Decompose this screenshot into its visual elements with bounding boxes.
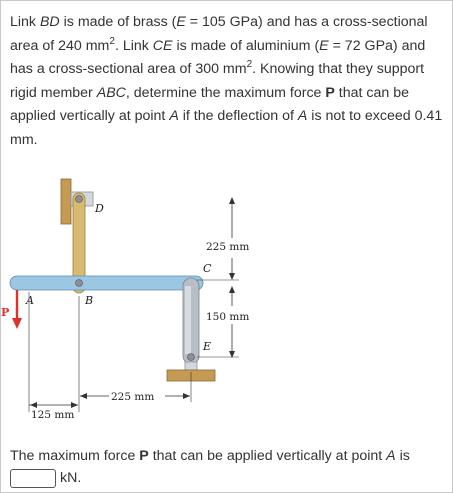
problem-text: Link <box>10 14 40 30</box>
mechanism-diagram: D C A B E P 225 mm 150 mm <box>1 178 249 421</box>
label-e: E <box>202 340 211 353</box>
point-a-label: A <box>386 448 396 464</box>
problem-text: if the deflection of <box>178 108 298 124</box>
dimension-arrow <box>229 273 235 280</box>
label-p: P <box>1 306 9 319</box>
dimension-125: 125 mm <box>31 409 74 421</box>
answer-input[interactable] <box>10 468 56 488</box>
top-support <box>60 178 72 225</box>
dimension-arrow <box>229 286 235 293</box>
superscript: 2 <box>109 35 115 47</box>
problem-text: is not to exceed 0.41 mm. <box>10 108 443 148</box>
force-symbol: P <box>139 448 149 464</box>
label-c: C <box>203 262 212 275</box>
modulus-symbol: E <box>176 14 186 30</box>
label-a: A <box>25 294 34 307</box>
problem-text: is made of brass ( <box>59 14 177 30</box>
answer-text: that can be applied vertically at point <box>148 448 387 464</box>
force-arrow-head <box>12 318 22 329</box>
point-a-label: A <box>297 108 308 124</box>
bracket-e <box>184 361 198 371</box>
problem-text: = 72 GPa) and has a cross-sectional area… <box>10 37 426 78</box>
dimension-arrow <box>30 402 37 408</box>
problem-text: that can be applied vertically at point <box>10 84 410 125</box>
link-bd <box>72 192 86 294</box>
pin-d <box>75 195 83 203</box>
problem-text: = 105 GPa) and has a cross-sectional are… <box>10 14 428 54</box>
link-bd-label: BD <box>39 14 60 30</box>
problem-text: . Link <box>114 37 153 54</box>
dimension-arrow <box>229 197 235 204</box>
modulus-symbol: E <box>319 37 329 54</box>
answer-text: The maximum force <box>10 448 140 464</box>
link-ce-shade <box>185 286 191 354</box>
dimension-150: 150 mm <box>206 311 249 323</box>
dimension-arrow <box>183 393 190 399</box>
dimension-225-bottom: 225 mm <box>111 391 154 403</box>
member-abc-label: ABC <box>96 84 126 101</box>
beam-abc <box>9 275 204 291</box>
dimension-225-top: 225 mm <box>206 241 249 253</box>
label-d: D <box>94 202 104 215</box>
label-b: B <box>84 294 93 307</box>
problem-text: is made of aluminium ( <box>172 37 320 54</box>
mechanism-figure: D C A B E P 225 mm 150 mm <box>1 176 301 431</box>
problem-statement: Link BD is made of brass (E = 105 GPa) a… <box>10 11 448 152</box>
force-symbol: P <box>325 84 335 101</box>
link-ce-label: CE <box>152 37 173 54</box>
point-a-label: A <box>169 108 179 124</box>
problem-text: , determine the maximum force <box>125 84 326 101</box>
dimension-arrow <box>229 351 235 358</box>
dimension-arrow <box>80 393 87 399</box>
dimension-arrow <box>71 402 78 408</box>
superscript: 2 <box>246 59 253 70</box>
problem-text: . Knowing that they support rigid member <box>10 61 425 101</box>
answer-section: The maximum force P that can be applied … <box>10 445 448 489</box>
pin-b <box>75 279 83 287</box>
pin-e <box>187 353 195 361</box>
answer-text: is <box>395 448 410 464</box>
answer-unit: kN. <box>60 470 82 486</box>
